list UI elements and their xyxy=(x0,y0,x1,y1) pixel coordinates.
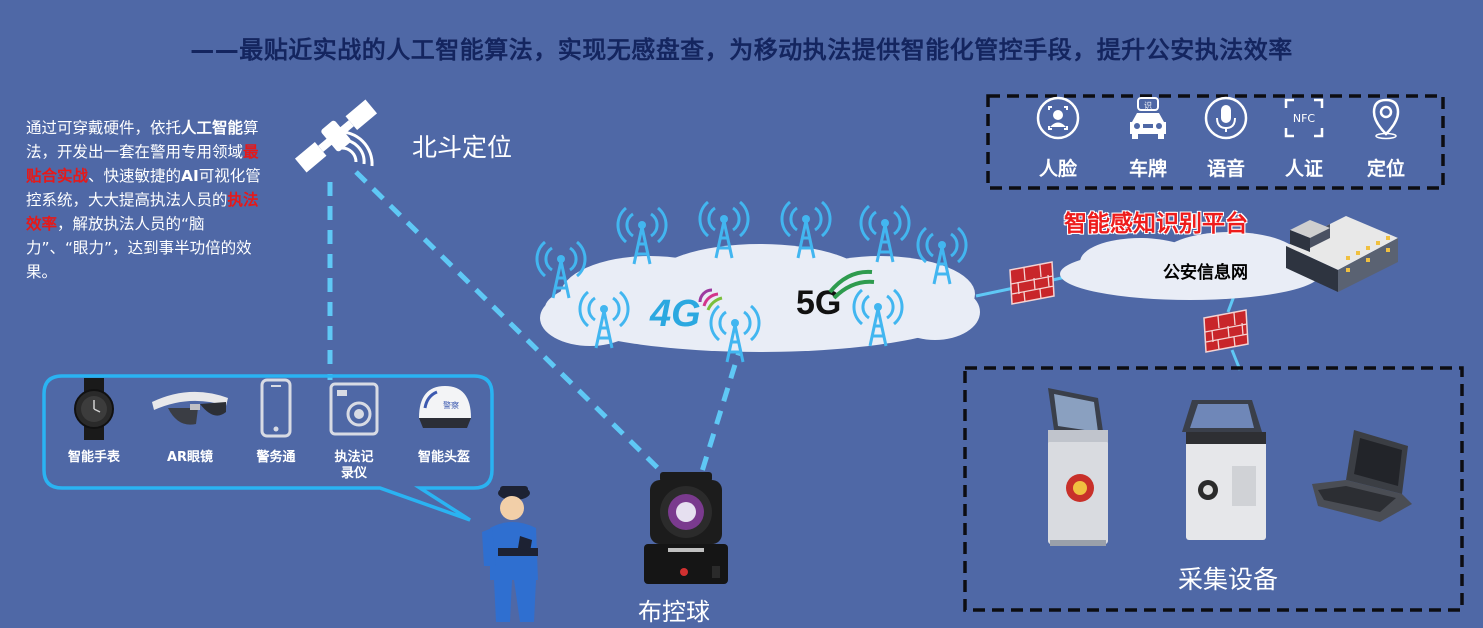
collection-kiosk-2-icon xyxy=(1182,400,1266,540)
police-phone-icon xyxy=(260,378,292,438)
svg-text:识: 识 xyxy=(1144,101,1152,110)
wearable-smart-helmet: 警察 智能头盔 xyxy=(402,378,486,466)
intro-segment: 可视化管控系统，大大提高执法人员的 xyxy=(26,167,261,209)
intro-segment: 最贴合实战 xyxy=(26,143,259,185)
face-recognition-icon xyxy=(1036,96,1080,140)
sensing-item-plate: 识 车牌 xyxy=(1108,92,1188,188)
connection-lines xyxy=(327,170,745,480)
wearable-police-phone: 警务通 xyxy=(234,378,318,466)
license-plate-car-icon: 识 xyxy=(1130,97,1166,139)
wearable-body-camera: 执法记录仪 xyxy=(312,378,396,482)
nfc-icon-text: NFC xyxy=(1293,112,1316,125)
microphone-icon xyxy=(1204,96,1248,140)
intro-paragraph: 通过可穿戴硬件，依托人工智能算法，开发出一套在警用专用领域最贴合实战、快速敏捷的… xyxy=(26,116,262,284)
collection-devices-label: 采集设备 xyxy=(1178,565,1279,594)
intro-segment: 算法，开发出一套在警用专用领域 xyxy=(26,119,259,161)
collection-kiosk-1-icon xyxy=(1048,388,1108,546)
wearable-label: 智能手表 xyxy=(67,450,120,465)
location-pin-icon xyxy=(1372,98,1400,140)
nfc-icon: NFC xyxy=(1284,98,1324,138)
sensing-item-face: 人脸 xyxy=(1018,92,1098,188)
control-ball-camera-icon xyxy=(644,472,728,584)
building-icon xyxy=(1286,216,1398,292)
smart-helmet-icon: 警察 xyxy=(419,386,471,428)
label-4g: 4G xyxy=(649,293,701,335)
body-camera-icon xyxy=(329,382,379,436)
page-title: ——最贴近实战的人工智能算法，实现无感盘查，为移动执法提供智能化管控手段，提升公… xyxy=(190,36,1293,64)
portable-terminal-icon xyxy=(1312,430,1412,522)
wearable-label: 智能头盔 xyxy=(417,450,470,465)
wearable-ar-glasses: AR眼镜 xyxy=(148,378,232,466)
intro-segment: 人工智能 xyxy=(181,119,244,137)
intro-segment: AI xyxy=(181,167,199,185)
police-network-label: 公安信息网 xyxy=(1163,263,1248,283)
sensing-label: 语音 xyxy=(1206,158,1245,180)
sensing-label: 人脸 xyxy=(1038,158,1077,180)
smart-watch-icon xyxy=(74,378,114,440)
wearables-bubble xyxy=(42,374,494,522)
intro-segment: ，解放执法人员的“脑力”、“眼力”，达到事半功倍的效果。 xyxy=(26,215,252,281)
firewall-icon-1 xyxy=(1009,261,1055,305)
ar-glasses-icon xyxy=(152,391,228,425)
beidou-label: 北斗定位 xyxy=(412,133,513,162)
police-officer-icon xyxy=(482,486,538,622)
sensing-item-voice: 语音 xyxy=(1186,92,1266,188)
wearable-smart-watch: 智能手表 xyxy=(52,378,136,466)
platform-title: 智能感知识别平台 xyxy=(1064,211,1248,237)
wearable-label: 执法记录仪 xyxy=(334,450,374,481)
wearable-label: 警务通 xyxy=(256,450,296,465)
wearable-label: AR眼镜 xyxy=(166,450,214,465)
police-network-cloud xyxy=(1060,232,1320,300)
firewall-icon-2 xyxy=(1203,309,1249,353)
network-cloud xyxy=(540,244,980,352)
sensing-label: 定位 xyxy=(1366,158,1405,180)
control-ball-label: 布控球 xyxy=(638,598,710,626)
sensing-label: 人证 xyxy=(1284,158,1323,180)
sensing-item-nfc: NFC 人证 xyxy=(1264,92,1344,188)
helmet-icon-text: 警察 xyxy=(443,400,459,410)
intro-segment: 通过可穿戴硬件，依托 xyxy=(26,119,182,137)
intro-segment: 、快速敏捷的 xyxy=(88,167,182,185)
collection-box xyxy=(963,366,1464,612)
intro-segment: 执法效率 xyxy=(26,191,259,233)
sensing-item-location: 定位 xyxy=(1346,92,1426,188)
sensing-label: 车牌 xyxy=(1128,158,1167,180)
satellite-icon xyxy=(294,99,378,173)
sensing-box xyxy=(986,94,1445,190)
